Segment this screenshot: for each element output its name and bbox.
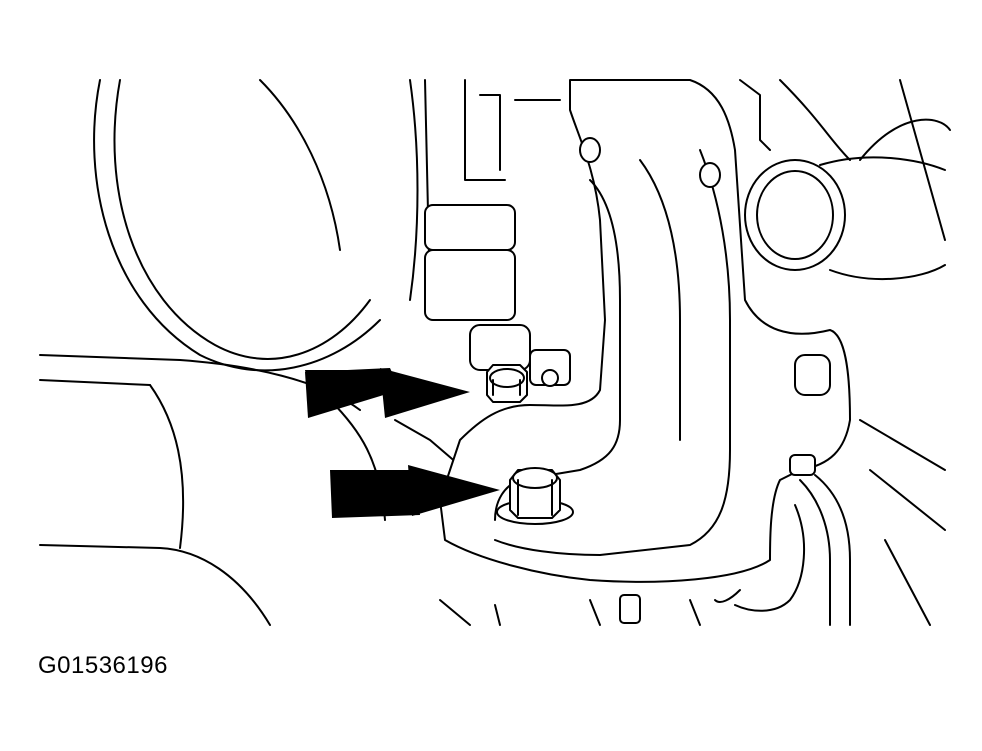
- lower-components: [439, 594, 701, 626]
- lower-bolt: [496, 467, 574, 525]
- wire-harness: [714, 419, 946, 626]
- background-blocks: [424, 79, 561, 321]
- upper-bolt-arrow: [305, 368, 470, 418]
- figure-id-label: G01536196: [38, 652, 168, 679]
- coolant-hose: [739, 79, 951, 281]
- upper-bolt: [469, 324, 571, 403]
- lower-bolt-arrow: [330, 465, 500, 518]
- main-bracket: [439, 79, 851, 583]
- engine-bracket-diagram: [39, 79, 951, 626]
- round-housing: [93, 79, 431, 372]
